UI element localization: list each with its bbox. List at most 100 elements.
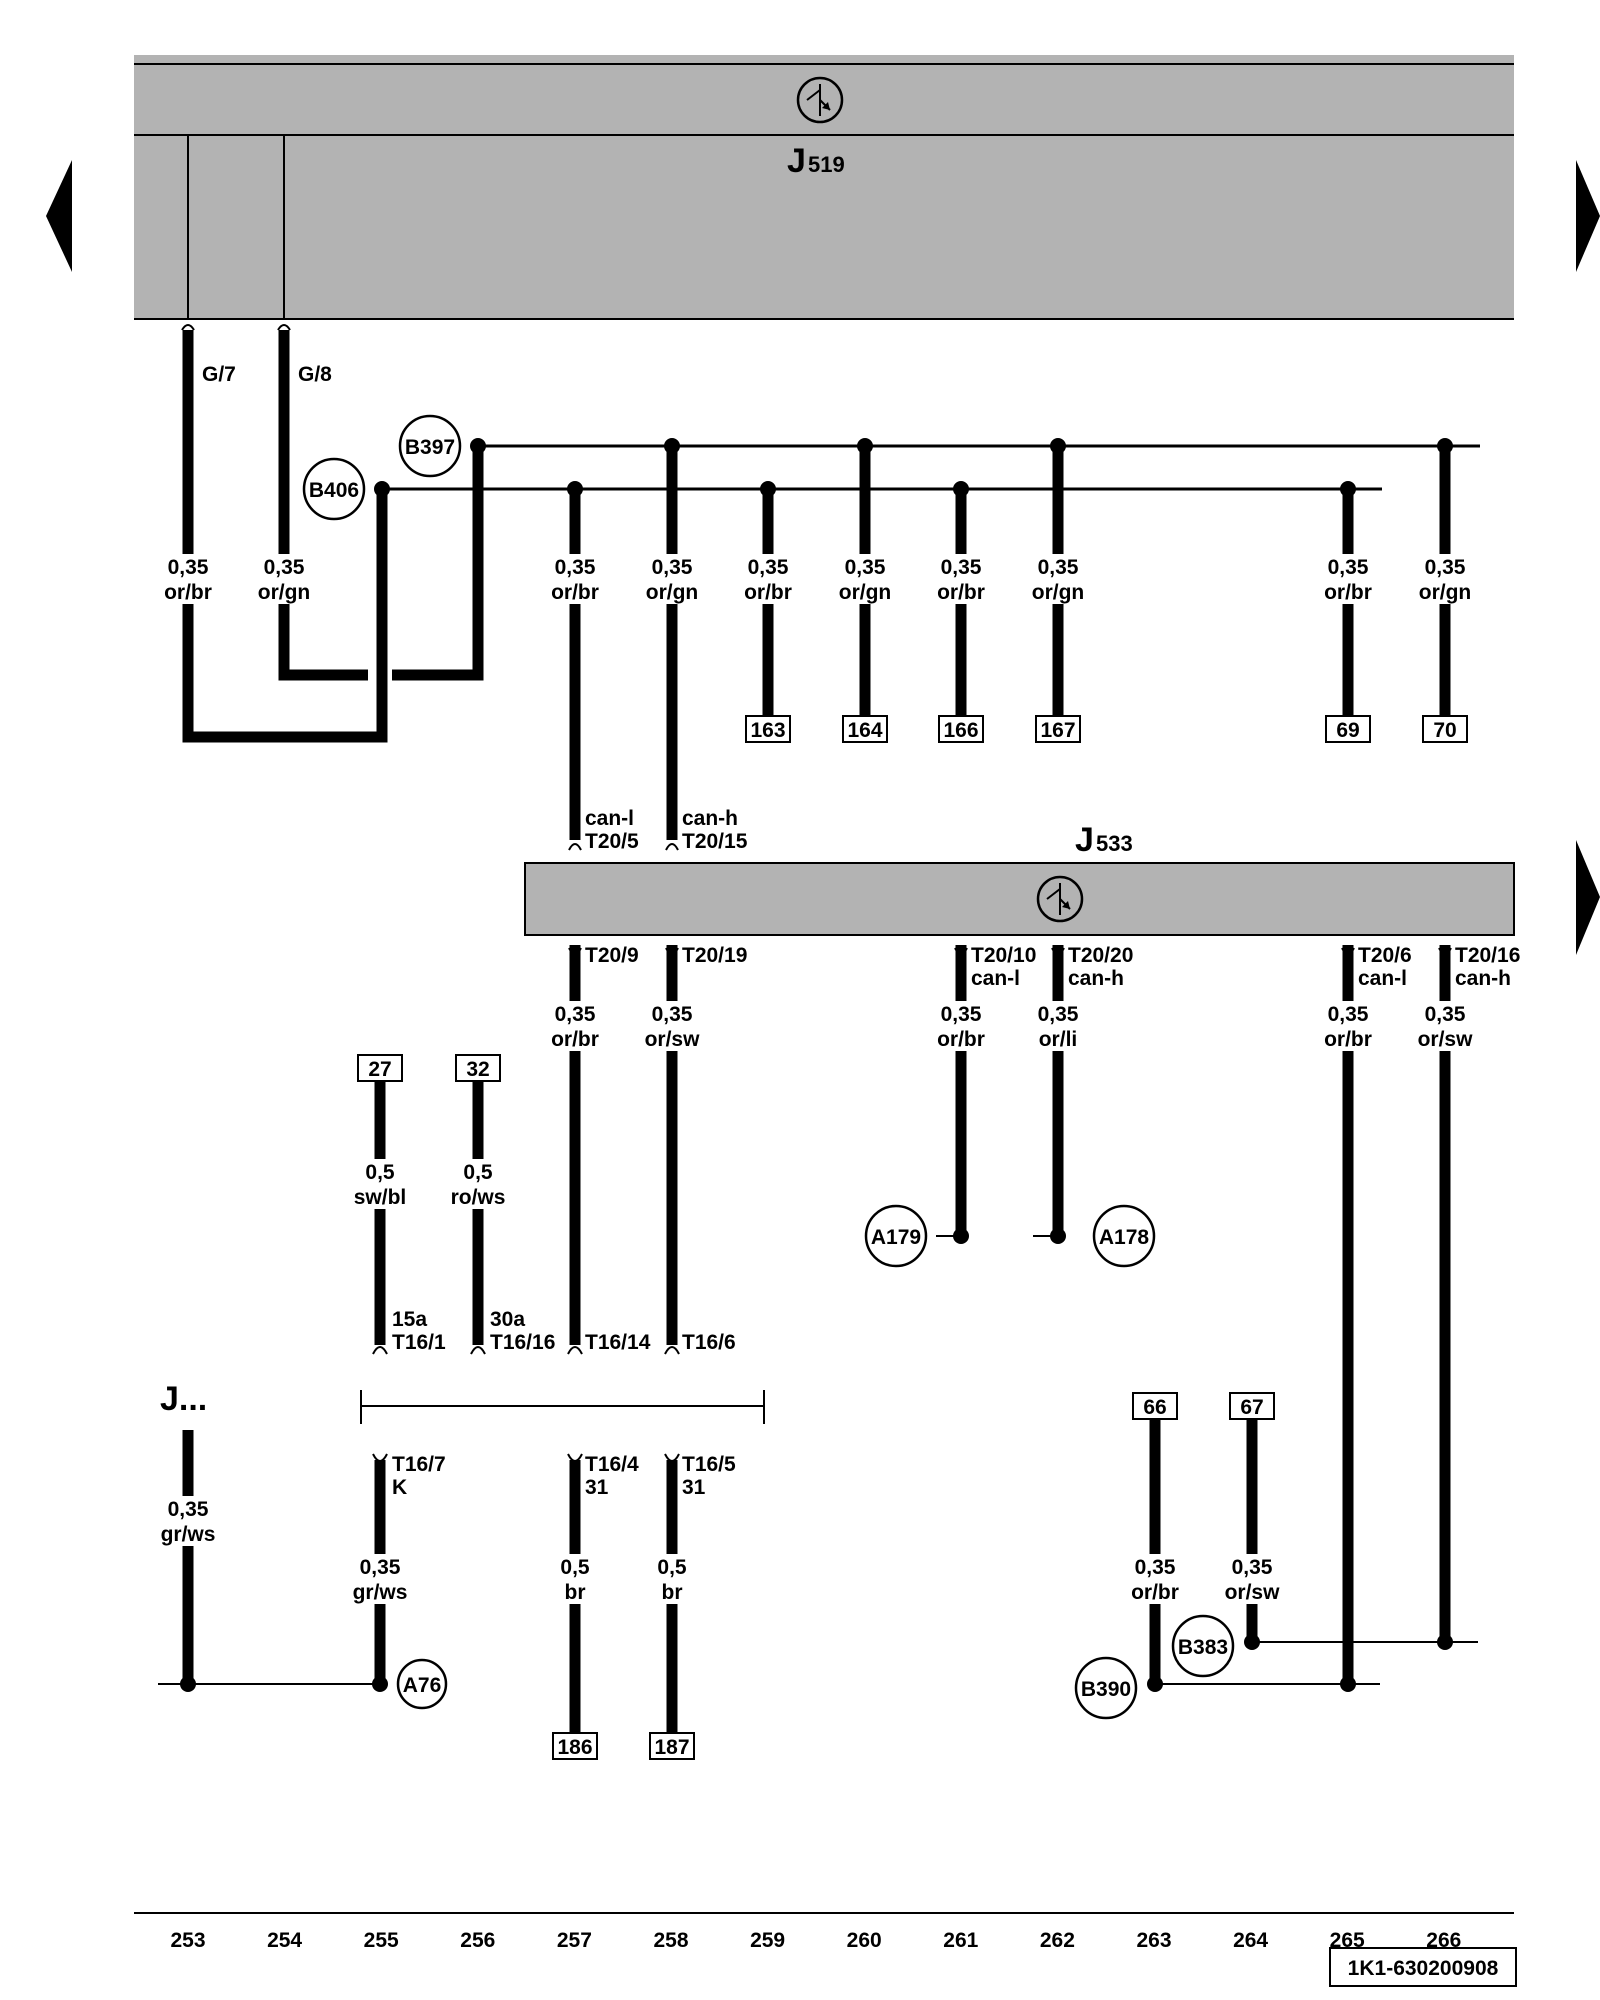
- ref-163[interactable]: 163: [745, 715, 791, 743]
- ref-69[interactable]: 69: [1325, 715, 1371, 743]
- j519-label: J: [787, 142, 806, 180]
- wire-label-bg: [541, 554, 609, 604]
- wire-size-label: 0,35: [1328, 556, 1369, 579]
- signal-label: 31: [682, 1476, 706, 1499]
- wire-size-label: 0,35: [748, 556, 789, 579]
- ref-label: 186: [557, 1736, 592, 1759]
- wire-253: [182, 330, 388, 743]
- signal-label: can-h: [1455, 967, 1511, 990]
- ref-67[interactable]: 67: [1229, 1392, 1275, 1420]
- grid-number: 266: [1426, 1929, 1461, 1952]
- signal-label: can-l: [1358, 967, 1407, 990]
- wire-label-bg: [831, 554, 899, 604]
- ref-label: 66: [1143, 1396, 1166, 1419]
- grid-number: 263: [1136, 1929, 1171, 1952]
- ref-186[interactable]: 186: [552, 1732, 598, 1760]
- grid-number: 258: [653, 1929, 688, 1952]
- grid-number: 259: [750, 1929, 785, 1952]
- wire-color-label: or/sw: [1225, 1581, 1281, 1604]
- ref-166[interactable]: 166: [938, 715, 984, 743]
- wire-label-bg: [1411, 554, 1479, 604]
- grid-number: 265: [1330, 1929, 1365, 1952]
- wire-label-bg: [250, 554, 318, 604]
- wire-size-label: 0,35: [941, 1003, 982, 1026]
- wire-size-label: 0,35: [1038, 556, 1079, 579]
- wire-label-bg: [1314, 554, 1382, 604]
- wire-size-label: 0,35: [845, 556, 886, 579]
- signal-label: can-l: [585, 807, 634, 830]
- wire-color-label: or/gn: [839, 581, 892, 604]
- junction-dots: [374, 438, 1453, 497]
- ref-187[interactable]: 187: [649, 1732, 695, 1760]
- wire-color-label: or/sw: [645, 1028, 701, 1051]
- wire-label-bg: [541, 1001, 609, 1051]
- grid-number: 254: [267, 1929, 302, 1952]
- prev-page-arrow-icon[interactable]: [46, 160, 72, 272]
- signal-label: 15a: [392, 1308, 427, 1331]
- wire-254-b: [392, 446, 484, 681]
- wire-size-label: 0,35: [264, 556, 305, 579]
- connector-b390[interactable]: B390: [1074, 1656, 1138, 1720]
- ref-164[interactable]: 164: [842, 715, 888, 743]
- wire-label-bg: [541, 1554, 609, 1604]
- next-page-arrow-icon[interactable]: [1576, 160, 1600, 272]
- wire-color-label: or/br: [164, 581, 212, 604]
- connector-label: A179: [871, 1226, 921, 1249]
- connector-b383[interactable]: B383: [1171, 1614, 1235, 1678]
- wire-label-bg: [1411, 1001, 1479, 1051]
- connector-t16: [360, 1346, 765, 1462]
- wire-size-label: 0,35: [168, 556, 209, 579]
- j519-body: [134, 55, 1514, 319]
- grid-number: 261: [943, 1929, 978, 1952]
- ref-70[interactable]: 70: [1422, 715, 1468, 743]
- wire-color-label: or/gn: [258, 581, 311, 604]
- control-unit-icon: [796, 76, 844, 124]
- wire-color-label: or/br: [744, 581, 792, 604]
- connector-label: B390: [1081, 1678, 1131, 1701]
- wire-color-label: or/br: [551, 581, 599, 604]
- wire-size-label: 0,35: [1038, 1003, 1079, 1026]
- ref-32[interactable]: 32: [455, 1054, 501, 1082]
- wire-label-bg: [154, 554, 222, 604]
- connector-a76[interactable]: A76: [396, 1658, 448, 1710]
- pin-label: T16/4: [585, 1453, 639, 1476]
- signal-label: can-h: [682, 807, 738, 830]
- wire-label-bg: [638, 1001, 706, 1051]
- wire-color-label: or/br: [1324, 1028, 1372, 1051]
- pin-label: T20/15: [682, 830, 748, 853]
- pin-label: T16/7: [392, 1453, 446, 1476]
- wire-label-bg: [927, 1001, 995, 1051]
- wire-size-label: 0,35: [652, 556, 693, 579]
- ref-label: 70: [1433, 719, 1456, 742]
- ref-label: 166: [943, 719, 978, 742]
- grid-number: 256: [460, 1929, 495, 1952]
- wire-size-label: 0,35: [1232, 1556, 1273, 1579]
- ref-label: 163: [750, 719, 785, 742]
- ref-27[interactable]: 27: [357, 1054, 403, 1082]
- pin-label: T20/20: [1068, 944, 1133, 967]
- grid-number: 255: [364, 1929, 399, 1952]
- ref-label: 164: [847, 719, 882, 742]
- signal-label: can-h: [1068, 967, 1124, 990]
- connector-b406[interactable]: B406: [302, 457, 366, 521]
- wire-color-label: or/br: [551, 1028, 599, 1051]
- pin-label: T16/16: [490, 1331, 555, 1354]
- connector-b397[interactable]: B397: [398, 414, 462, 478]
- wire-color-label: or/br: [937, 1028, 985, 1051]
- wire-size-label: 0,35: [555, 556, 596, 579]
- connector-a179[interactable]: A179: [864, 1204, 928, 1268]
- ref-167[interactable]: 167: [1035, 715, 1081, 743]
- connector-a178[interactable]: A178: [1092, 1204, 1156, 1268]
- pin-stub: [568, 843, 1452, 955]
- pin-label: G/8: [298, 363, 332, 386]
- ref-66[interactable]: 66: [1132, 1392, 1178, 1420]
- pin-label: T20/5: [585, 830, 639, 853]
- continue-arrow-icon[interactable]: [1576, 840, 1600, 955]
- wire-size-label: 0,5: [365, 1161, 395, 1184]
- wire-color-label: br: [662, 1581, 683, 1604]
- pin-label: T16/1: [392, 1331, 446, 1354]
- wire-size-label: 0,35: [555, 1003, 596, 1026]
- ref-label: 187: [654, 1736, 689, 1759]
- pin-label: T16/5: [682, 1453, 736, 1476]
- wire-label-bg: [346, 1159, 414, 1209]
